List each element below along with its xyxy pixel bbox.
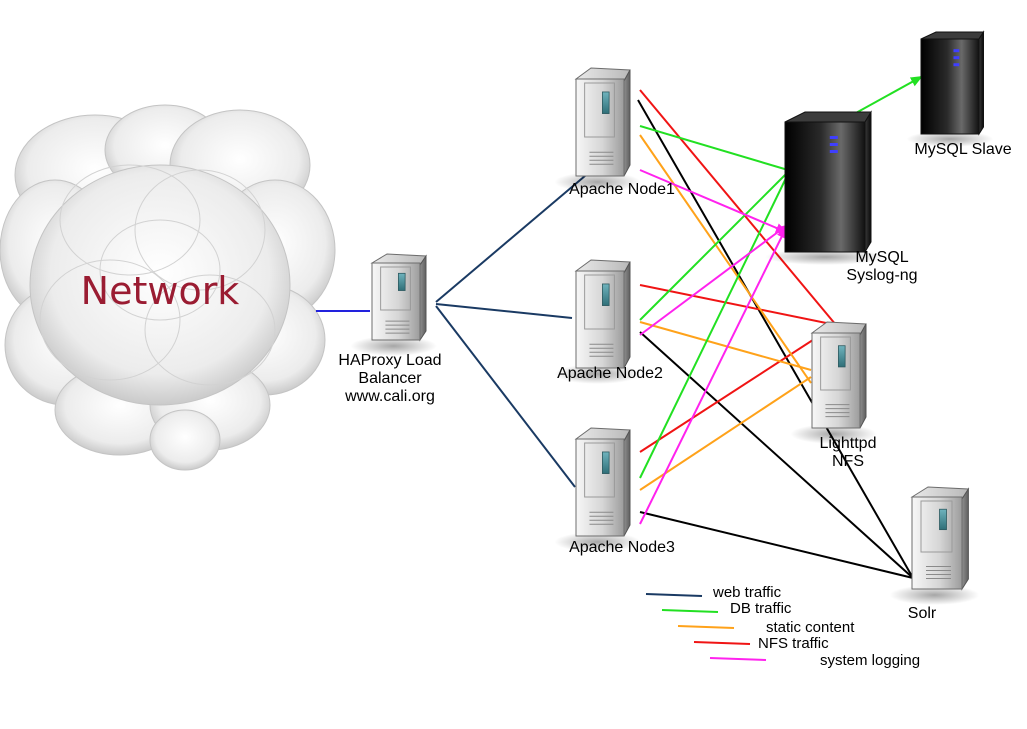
mysql-label-line: Syslog-ng [846,267,917,284]
servers [350,30,994,605]
static-line-apache2 [639,321,812,371]
legend-label: system logging [820,652,920,669]
mysql-slave-label-line: MySQL Slave [914,141,1011,158]
haproxy-server [350,253,437,356]
web-line-apache2 [435,303,573,319]
apache-node2-label: Apache Node2 [557,365,663,382]
web-line-apache3 [435,305,576,488]
solr-label: Solr [908,605,937,622]
mysql-server [765,110,885,265]
legend-item: static content [677,619,855,636]
lighttpd-label-line: NFS [832,453,864,470]
apache-node3-server [554,427,641,552]
legend-label: static content [766,619,855,636]
legend-label: DB traffic [730,600,792,617]
logging-line-apache2 [639,224,788,336]
legend-swatch [709,657,767,661]
search-line-apache2-solr [639,331,914,579]
apache-node2-label-line: Apache Node2 [557,365,663,382]
apache-node3-label: Apache Node3 [569,539,675,556]
lighttpd-label-line: Lighttpd [820,435,877,452]
search-line-apache3-solr [639,511,914,579]
solr-server [889,486,980,605]
legend-swatch [693,641,751,645]
legend-swatch [661,609,719,613]
mysql-label-line: MySQL [855,249,908,266]
apache-node1-label-line: Apache Node1 [569,181,675,198]
lighttpd-nfs-server [790,321,877,444]
solr-label-line: Solr [908,605,937,622]
haproxy-label-line: Balancer [358,370,422,387]
legend-item: NFS traffic [693,635,829,652]
legend-swatch [677,625,735,629]
static-line-apache1 [639,134,812,384]
logging-line-apache1 [639,169,788,233]
mysql-slave-server [906,30,994,147]
legend-item: system logging [709,652,920,669]
logging-line-apache3 [639,226,787,525]
network-cloud: Network [0,104,336,471]
legend-swatch [645,593,703,597]
db-line-apache3 [639,173,789,479]
nfs-line-apache3 [639,324,837,453]
network-label: Network [81,269,240,313]
mysql-slave-label: MySQL Slave [914,141,1011,158]
legend-label: web traffic [712,584,782,601]
nfs-line-apache1 [639,89,837,326]
legend-label: NFS traffic [758,635,829,652]
nfs-line-apache2 [639,284,837,326]
web-line-apache1 [435,169,593,303]
legend-item: DB traffic [661,600,792,617]
static-line-apache3 [639,376,812,491]
search-line-apache1-solr [637,99,914,579]
db-line-apache2 [639,171,789,321]
apache-node1-label: Apache Node1 [569,181,675,198]
apache-node2-server [554,259,641,384]
apache-node3-label-line: Apache Node3 [569,539,675,556]
db-line-apache1 [639,125,789,171]
haproxy-label-line: HAProxy Load [338,352,441,369]
apache-node1-server [554,67,641,192]
legend-item: web traffic [645,584,782,601]
haproxy-label-line: www.cali.org [344,388,435,405]
connections [316,76,923,579]
